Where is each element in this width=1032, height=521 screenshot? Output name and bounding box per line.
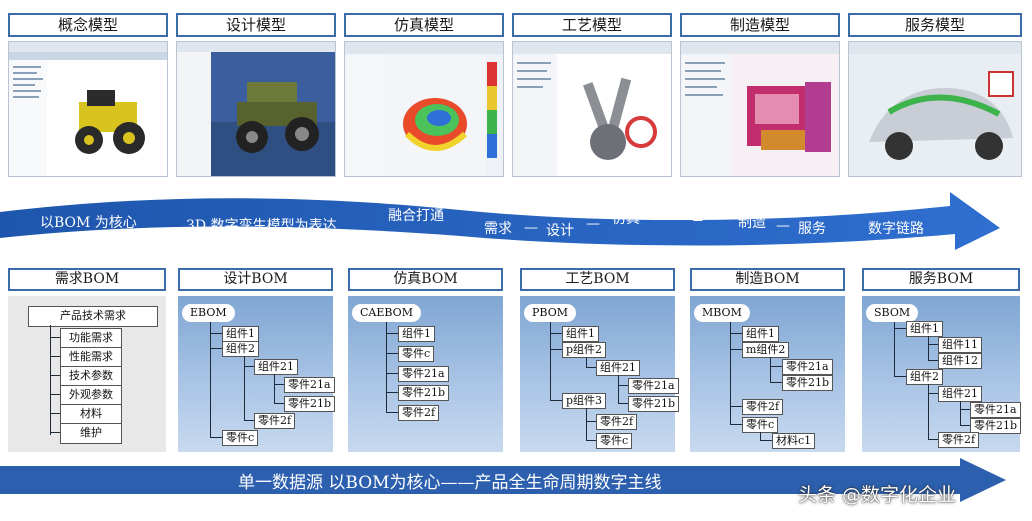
process-model-screenshot [512,41,672,177]
arrow-text-digital-link: 数字链路 [868,221,924,237]
bom-title-requirement: 需求BOM [8,268,166,291]
bom-node: 零件21b [970,418,1022,434]
bom-node: 组件1 [562,326,599,342]
model-title-simulation: 仿真模型 [344,13,504,37]
bom-node: 零件21b [628,396,680,412]
req-item: 技术参数 [60,366,122,387]
bom-node: 零件21a [970,402,1021,418]
caebom-root: CAEBOM [352,304,421,322]
simulation-bom-panel: CAEBOM 组件1 零件c 零件21a 零件21b 零件2f [348,296,503,452]
concept-model-screenshot [8,41,168,177]
arrow-text-dash-5: — [776,218,790,234]
arrow-text-simulation: 仿真 [612,211,640,227]
bom-node: 组件2 [906,369,943,385]
bom-node: 组件21 [596,360,640,376]
req-item: 材料 [60,404,122,425]
service-model-screenshot [848,41,1022,177]
simulation-model-screenshot [344,41,504,177]
bom-node: 零件21b [284,396,336,412]
bom-node: 零件c [596,433,633,449]
arrow-text-dash-3: — [652,205,666,221]
bom-node: p组件3 [562,393,607,409]
service-bom-panel: SBOM 组件1 组件11 组件12 组件2 组件21 零件21a 零件21b … [862,296,1022,452]
arrow-text-process: 工艺 [676,208,704,224]
model-title-design: 设计模型 [176,13,336,37]
manufacturing-model-screenshot [680,41,840,177]
bom-node: 零件21b [782,375,834,391]
sbom-root: SBOM [866,304,919,322]
bom-node: 组件11 [938,337,982,353]
bom-node: 组件2 [222,341,259,357]
bom-node: 零件21a [628,378,679,394]
bom-node: 零件c [398,346,435,362]
arrow-text-3d-twin: 3D 数字孪生模型为表达 [186,218,337,234]
bom-title-service: 服务BOM [862,268,1020,291]
arrow-text-requirement: 需求 [484,221,512,237]
manufacturing-bom-panel: MBOM 组件1 m组件2 零件21a 零件21b 零件2f 零件c 材料c1 [690,296,845,452]
model-title-concept: 概念模型 [8,13,168,37]
digital-thread-arrow [0,192,1000,250]
arrow-text-dash-2: — [586,216,600,232]
bom-title-process: 工艺BOM [520,268,675,291]
arrow-text-design: 设计 [546,223,574,239]
req-item: 性能需求 [60,347,122,368]
bom-title-simulation: 仿真BOM [348,268,503,291]
arrow-text-integrate: 融合打通 [388,208,444,224]
model-title-process: 工艺模型 [512,13,672,37]
arrow-text-manufacturing: 制造 [738,215,766,231]
bom-node: 组件12 [938,353,982,369]
bom-node: 零件2f [254,413,296,429]
req-root: 产品技术需求 [28,306,158,327]
bom-node: 组件1 [398,326,435,342]
arrow-text-service: 服务 [798,221,826,237]
bom-node: 组件1 [906,321,943,337]
bom-title-design: 设计BOM [178,268,333,291]
arrow-text-dash-4: — [714,210,728,226]
bom-node: 组件21 [254,359,298,375]
process-bom-panel: PBOM 组件1 p组件2 组件21 零件21a 零件21b p组件3 零件2f… [520,296,680,452]
bom-node: 零件21a [398,366,449,382]
bom-node: 材料c1 [772,433,816,449]
bottom-arrow [0,458,1006,502]
bom-node: 零件21a [782,359,833,375]
req-item: 外观参数 [60,385,122,406]
pbom-root: PBOM [524,304,576,322]
bom-node: 组件1 [742,326,779,342]
bom-node: p组件2 [562,342,607,358]
bom-node: 零件2f [398,405,440,421]
ebom-root: EBOM [182,304,235,322]
arrow-text-bom-core: 以BOM 为核心 [40,215,137,231]
req-item: 功能需求 [60,328,122,349]
bom-title-manufacturing: 制造BOM [690,268,845,291]
bom-node: 零件c [742,417,779,433]
req-item: 维护 [60,423,122,444]
bottom-thread-text: 单一数据源 以BOM为核心——产品全生命周期数字主线 [238,473,662,493]
bom-node: 零件21b [398,385,450,401]
mbom-root: MBOM [694,304,750,322]
bom-node: m组件2 [742,342,790,358]
bom-node: 零件21a [284,377,335,393]
arrow-text-dash-1: — [524,220,538,236]
model-title-manufacturing: 制造模型 [680,13,840,37]
bom-node: 零件2f [742,399,784,415]
bom-node: 零件c [222,430,259,446]
bom-node: 零件2f [938,432,980,448]
model-title-service: 服务模型 [848,13,1022,37]
bom-node: 组件1 [222,326,259,342]
design-model-screenshot [176,41,336,177]
requirement-bom-panel: 产品技术需求 功能需求 性能需求 技术参数 外观参数 材料 维护 [8,296,166,452]
design-bom-panel: EBOM 组件1 组件2 组件21 零件21a 零件21b 零件2f 零件c [178,296,336,452]
bom-node: 零件2f [596,414,638,430]
bom-node: 组件21 [938,386,982,402]
watermark: 头条 @数字化企业 [798,484,957,506]
